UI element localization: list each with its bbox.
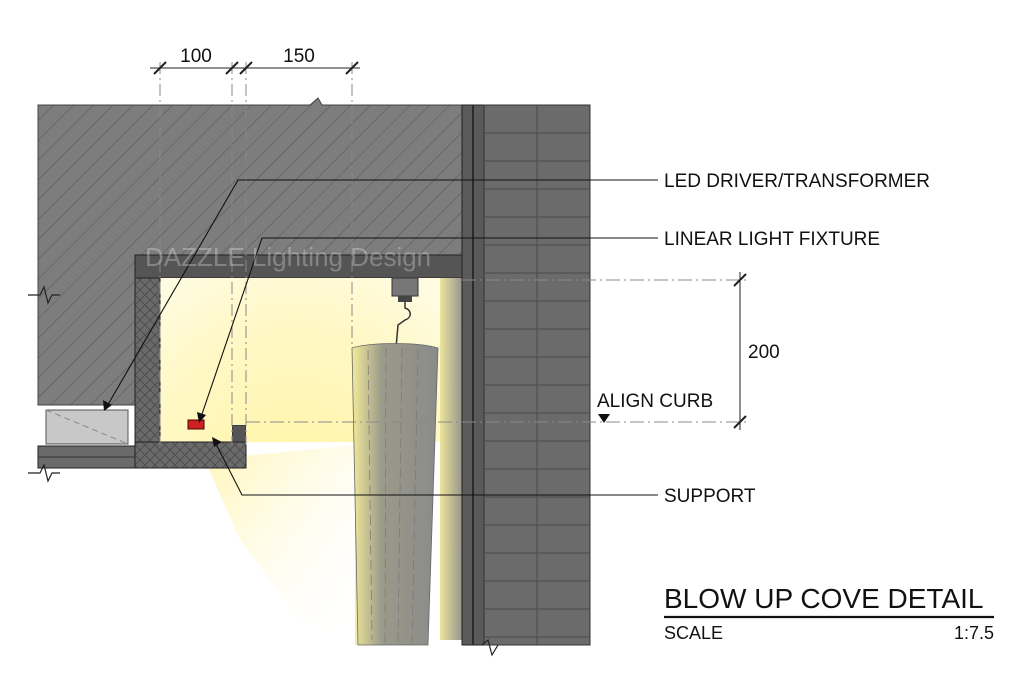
wall-break-mark — [481, 638, 499, 657]
linear-light-fixture — [187, 419, 205, 430]
dim-150: 150 — [283, 46, 315, 67]
drawing-title: BLOW UP COVE DETAIL — [664, 583, 983, 614]
wall-plaster — [461, 104, 485, 646]
drape — [351, 343, 439, 646]
align-curb-marker — [598, 414, 610, 423]
led-driver-label: LED DRIVER/TRANSFORMER — [664, 171, 930, 192]
linear-fixture-label: LINEAR LIGHT FIXTURE — [664, 229, 880, 250]
support-label: SUPPORT — [664, 486, 756, 507]
ceiling-board — [37, 445, 136, 469]
watermark-text: DAZZLE Lighting Design — [145, 242, 431, 272]
leader-lines — [105, 179, 658, 496]
brick-wall — [483, 104, 591, 646]
dim-100: 100 — [180, 46, 212, 67]
dim-200: 200 — [748, 342, 780, 363]
scale-value: 1:7.5 — [954, 623, 994, 643]
led-driver — [45, 409, 129, 445]
align-curb-label: ALIGN CURB — [597, 391, 713, 412]
slab-break-mark — [28, 285, 60, 483]
leader-arrowheads — [103, 400, 222, 447]
right-dimension — [246, 272, 748, 430]
top-dimensions — [150, 61, 360, 445]
scale-label: SCALE — [664, 623, 723, 643]
